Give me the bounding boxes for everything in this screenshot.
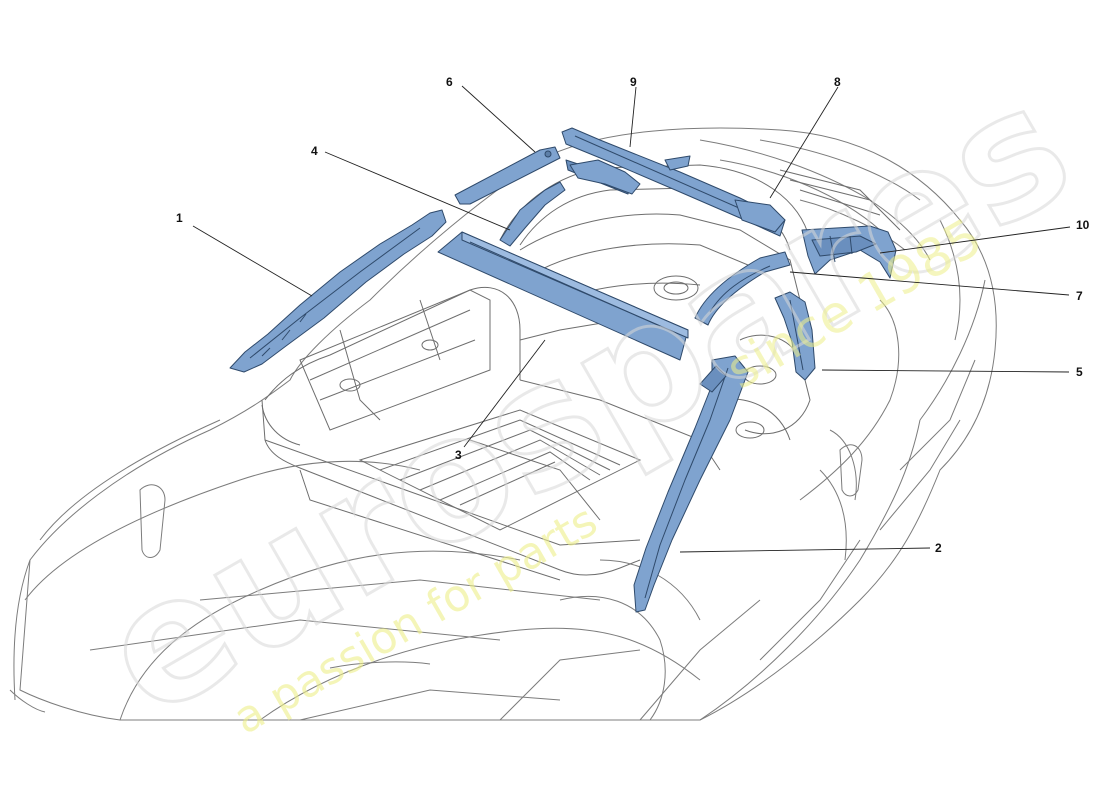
leader-7 (789, 271, 1070, 296)
part-1-a-pillar-left[interactable] (229, 209, 447, 373)
part-9-bracket[interactable] (569, 159, 641, 195)
leader-3 (463, 339, 546, 448)
callout-leaders (192, 85, 1071, 553)
leader-10 (879, 226, 1071, 254)
part-2-a-pillar-right[interactable] (633, 355, 749, 613)
leader-8 (769, 86, 839, 199)
callout-1[interactable]: 1 (176, 211, 183, 225)
callout-labels: 1 2 3 4 5 6 7 8 9 10 (176, 75, 1090, 555)
part-9-side-strip[interactable] (499, 181, 566, 247)
highlighted-parts (229, 127, 897, 613)
leader-1 (192, 225, 313, 297)
car-body-outline (9, 127, 997, 721)
watermark: eurospares a passion for parts since 198… (70, 45, 1100, 757)
leader-6 (461, 85, 536, 153)
leader-9 (629, 86, 637, 148)
callout-4[interactable]: 4 (311, 144, 318, 158)
callout-2[interactable]: 2 (935, 541, 942, 555)
leader-4 (324, 151, 511, 231)
callout-6[interactable]: 6 (446, 75, 453, 89)
part-7-rear-hoop[interactable] (694, 251, 791, 326)
part-6-upper-rail[interactable] (454, 146, 561, 205)
callout-8[interactable]: 8 (834, 75, 841, 89)
watermark-brand: eurospares (72, 47, 1100, 756)
callout-3[interactable]: 3 (455, 448, 462, 462)
callout-10[interactable]: 10 (1076, 218, 1090, 232)
part-5-b-pillar-right[interactable] (774, 291, 816, 381)
callout-9[interactable]: 9 (630, 75, 637, 89)
part-8-rear-bracket[interactable] (734, 199, 786, 233)
callout-5[interactable]: 5 (1076, 365, 1083, 379)
callout-7[interactable]: 7 (1076, 289, 1083, 303)
leader-5 (821, 369, 1070, 373)
leader-2 (679, 547, 931, 553)
